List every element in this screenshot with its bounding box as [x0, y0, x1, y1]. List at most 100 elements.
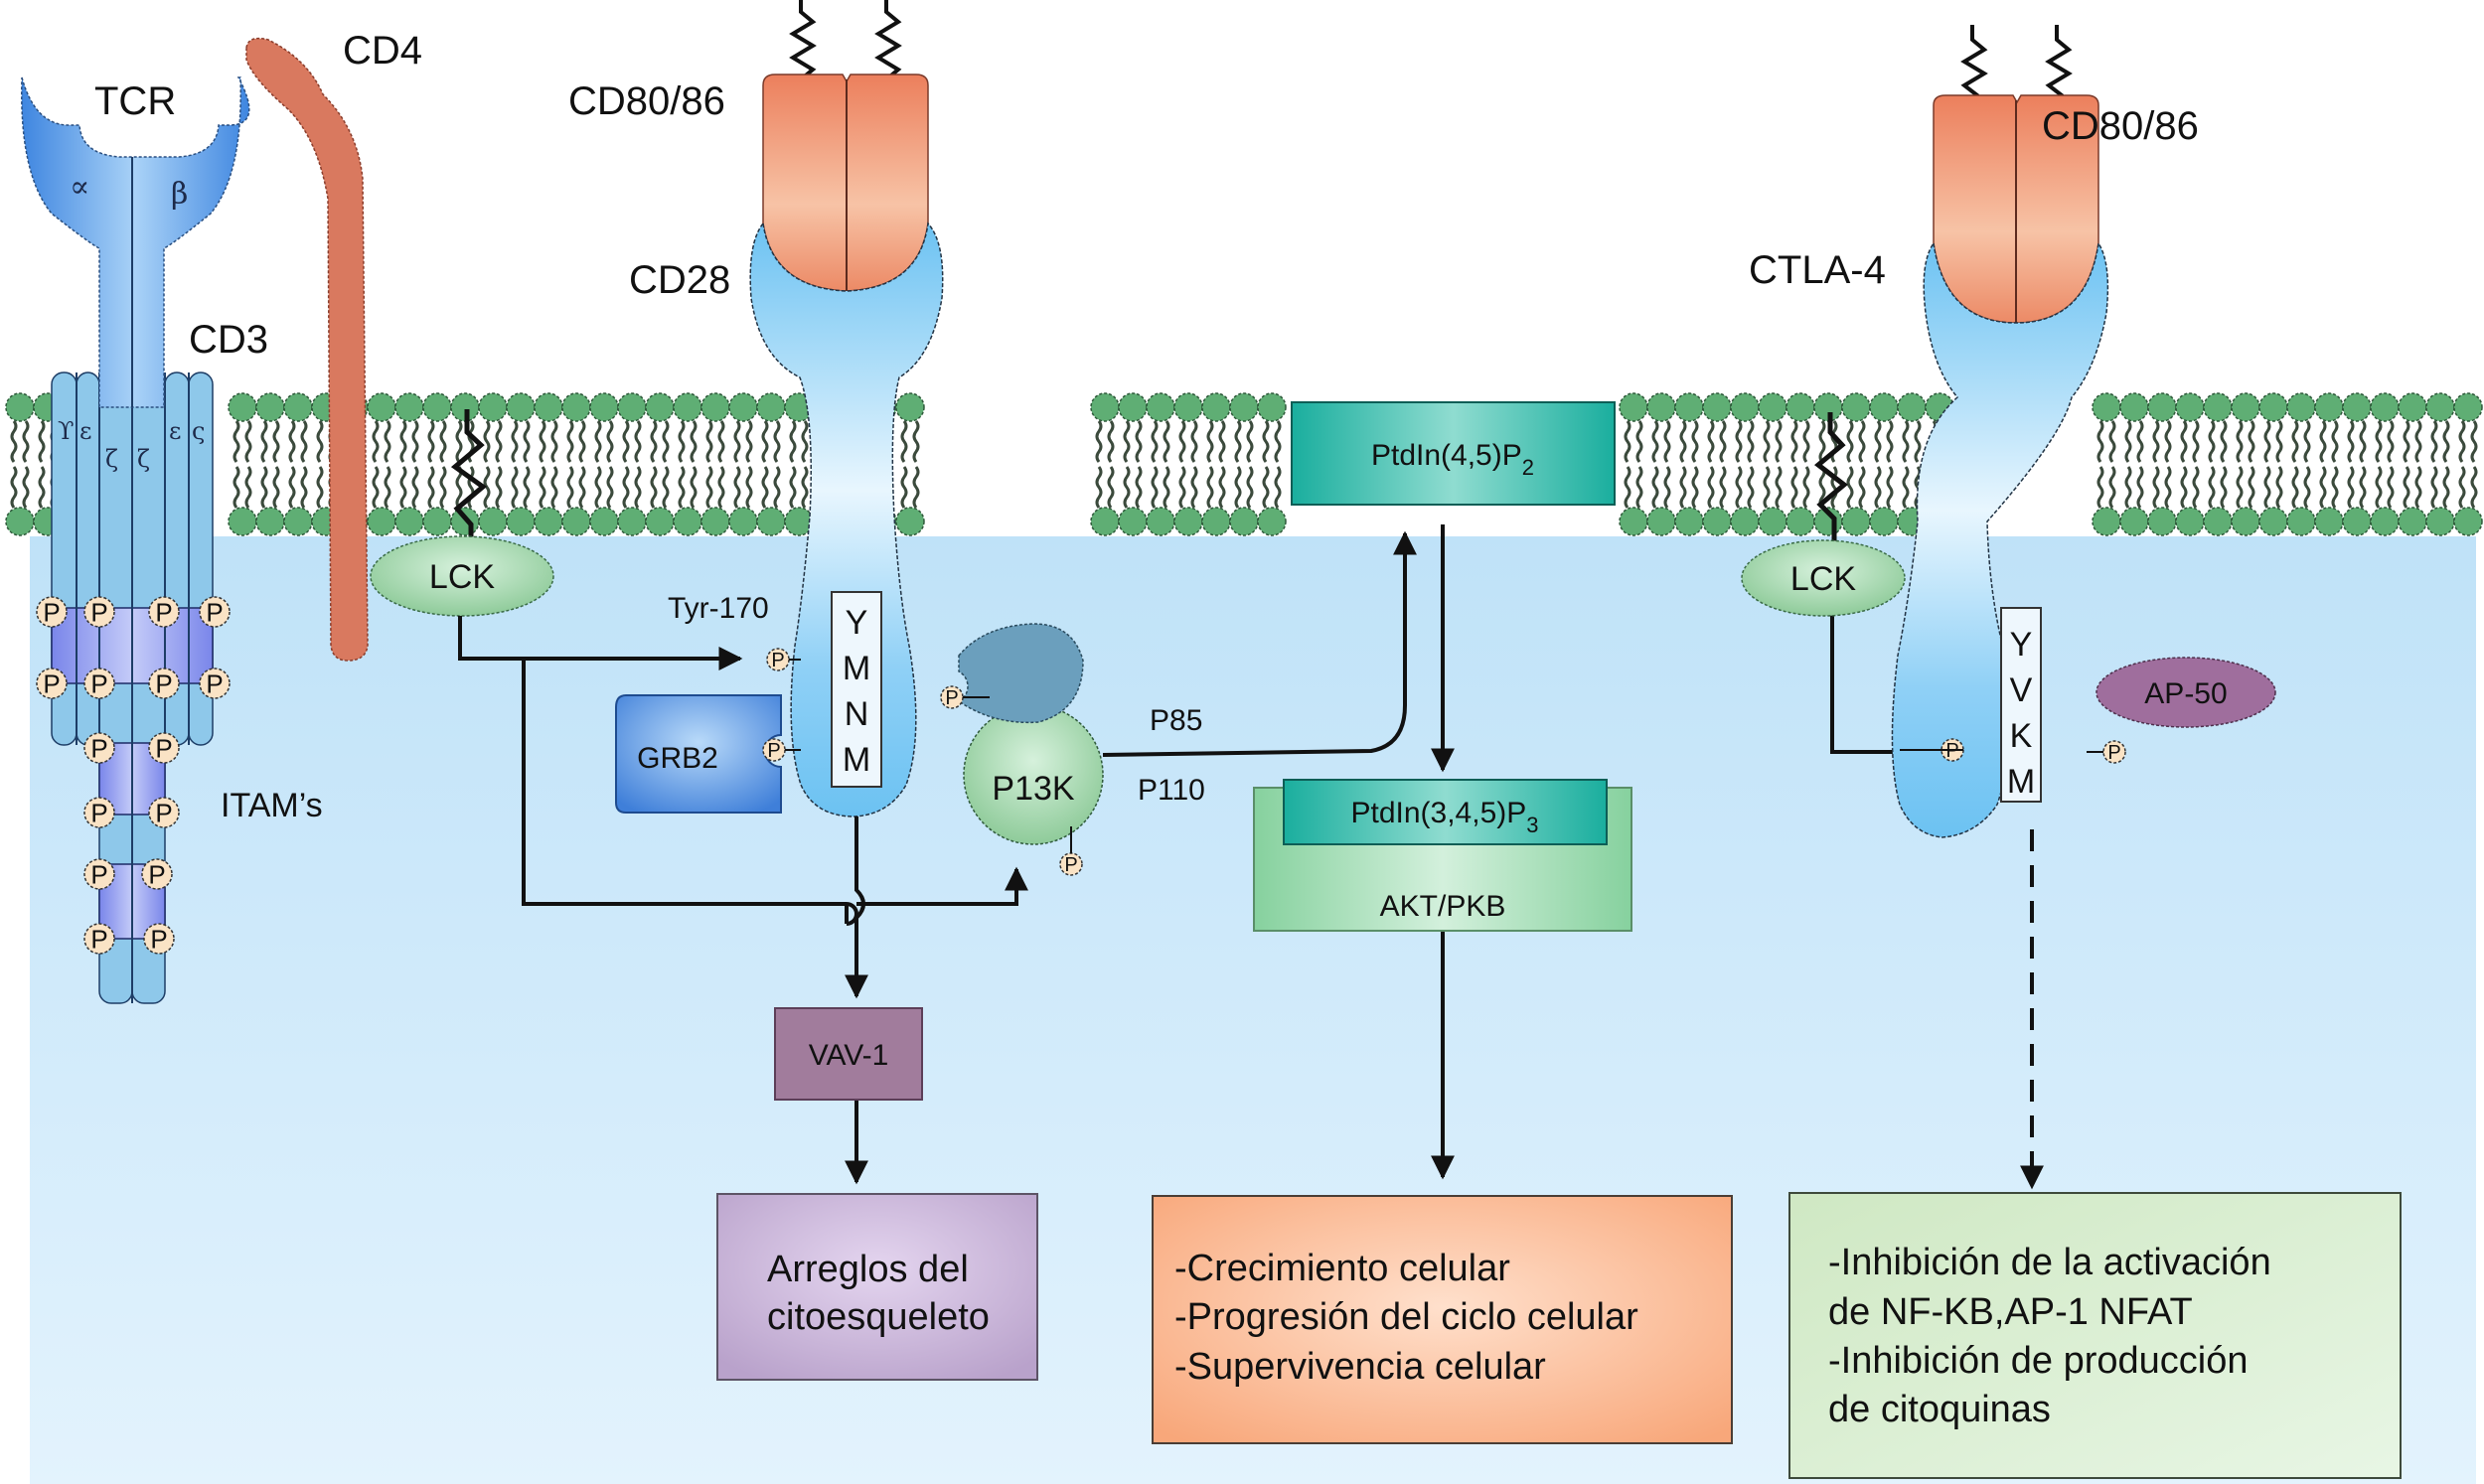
lipid-tail	[2236, 420, 2244, 463]
lipid-tail	[789, 420, 797, 463]
lipid-tail	[1902, 466, 1910, 509]
lipid-tail	[2152, 420, 2160, 463]
svg-text:P: P	[90, 733, 107, 763]
lipid-tail	[244, 466, 252, 509]
lipid-tail	[2414, 420, 2422, 463]
lipid-tail	[705, 466, 713, 509]
ctla4-effects-box[interactable]	[1788, 1192, 2402, 1479]
lipid-tail	[578, 466, 586, 509]
lipid-tail	[2430, 466, 2438, 509]
lipid-head	[2398, 392, 2427, 422]
lipid-tail	[1163, 420, 1170, 463]
svg-text:P: P	[1945, 740, 1958, 762]
lipid-tail	[578, 420, 586, 463]
lipid-tail	[634, 466, 642, 509]
lipid-tail	[1274, 466, 1282, 509]
lipid-tail	[272, 420, 280, 463]
pi3k-complex[interactable]	[957, 623, 1104, 845]
lipid-head	[2092, 392, 2121, 422]
lipid-tail	[1151, 420, 1159, 463]
lipid-tail	[1886, 466, 1894, 509]
lipid-tail	[1886, 420, 1894, 463]
lipid-tail	[2180, 466, 2188, 509]
lipid-tail	[2291, 466, 2299, 509]
lipid-tail	[1624, 466, 1631, 509]
lipid-head	[1229, 392, 1259, 422]
phosphate-icon: P	[83, 858, 115, 890]
lipid-tail	[2164, 420, 2172, 463]
cytoskeleton-box[interactable]	[716, 1193, 1038, 1381]
lipid-head	[2453, 392, 2483, 422]
p85-label: P85	[1150, 704, 1202, 737]
ap50-label: AP-50	[2144, 677, 2227, 710]
lipid-tail	[773, 420, 781, 463]
svg-text:P: P	[2107, 742, 2120, 764]
lipid-tail	[1874, 420, 1882, 463]
lipid-tail	[900, 466, 908, 509]
lipid-tail	[2458, 466, 2466, 509]
lipid-tail	[2291, 420, 2299, 463]
cd80-86-left[interactable]	[762, 0, 929, 292]
lipid-tail	[717, 420, 725, 463]
tcr-beta-label: β	[171, 177, 188, 212]
phosphate-icon: P	[148, 596, 180, 628]
lipid-tail	[300, 466, 308, 509]
pi3k-p110	[963, 704, 1104, 845]
svg-text:P: P	[90, 924, 107, 954]
ctla4-receptor[interactable]	[1891, 240, 2109, 838]
lipid-tail	[1163, 466, 1170, 509]
lipid-tail	[1218, 420, 1226, 463]
lipid-tail	[662, 466, 670, 509]
lipid-tail	[427, 466, 435, 509]
ap50[interactable]	[2096, 657, 2276, 728]
lipid-tail	[2359, 466, 2367, 509]
akt-effects-box[interactable]	[1152, 1195, 1733, 1444]
lipid-head	[2370, 507, 2400, 536]
lipid-tail	[2236, 466, 2244, 509]
vav1[interactable]	[774, 1007, 923, 1101]
akt-effects-line-1: -Crecimiento celular	[1174, 1248, 1510, 1289]
cd80-86-right[interactable]	[1933, 25, 2099, 324]
lipid-tail	[650, 420, 658, 463]
lipid-head	[2175, 392, 2205, 422]
lipid-head	[2398, 507, 2427, 536]
lipid-tail	[1846, 420, 1854, 463]
lipid-head	[645, 507, 675, 536]
lipid-tail	[1719, 466, 1727, 509]
lipid-tail	[761, 420, 769, 463]
phosphate-icon: P	[83, 596, 115, 628]
lipid-tail	[10, 420, 18, 463]
lipid-head	[1257, 507, 1287, 536]
lipid-tail	[2248, 420, 2255, 463]
pip2[interactable]	[1291, 401, 1616, 506]
pip3[interactable]	[1283, 779, 1608, 845]
svg-text:P: P	[150, 924, 167, 954]
tcr-receptor	[21, 76, 250, 408]
lipid-head	[534, 392, 563, 422]
lipid-tail	[2220, 420, 2228, 463]
lipid-head	[2203, 507, 2233, 536]
lipid-head	[2231, 392, 2260, 422]
lipid-tail	[523, 420, 531, 463]
lipid-head	[756, 507, 786, 536]
lipid-head	[1118, 392, 1148, 422]
lipid-tail	[372, 420, 380, 463]
lipid-head	[2370, 392, 2400, 422]
cd28-receptor[interactable]	[749, 222, 944, 817]
lipid-tail	[2164, 466, 2172, 509]
lipid-tail	[1790, 466, 1798, 509]
lipid-tail	[912, 420, 920, 463]
lipid-tail	[2331, 420, 2339, 463]
lipid-head	[367, 507, 396, 536]
lipid-tail	[411, 466, 419, 509]
lipid-tail	[2136, 420, 2144, 463]
motif-residue: M	[2007, 763, 2035, 801]
lipid-tail	[2303, 420, 2311, 463]
lck-right[interactable]	[1741, 539, 1906, 617]
lipid-tail	[1790, 420, 1798, 463]
lipid-tail	[495, 466, 503, 509]
lipid-tail	[1735, 420, 1743, 463]
lipid-tail	[1651, 420, 1659, 463]
motif-residue: K	[2010, 717, 2033, 755]
svg-text:P: P	[90, 859, 107, 889]
